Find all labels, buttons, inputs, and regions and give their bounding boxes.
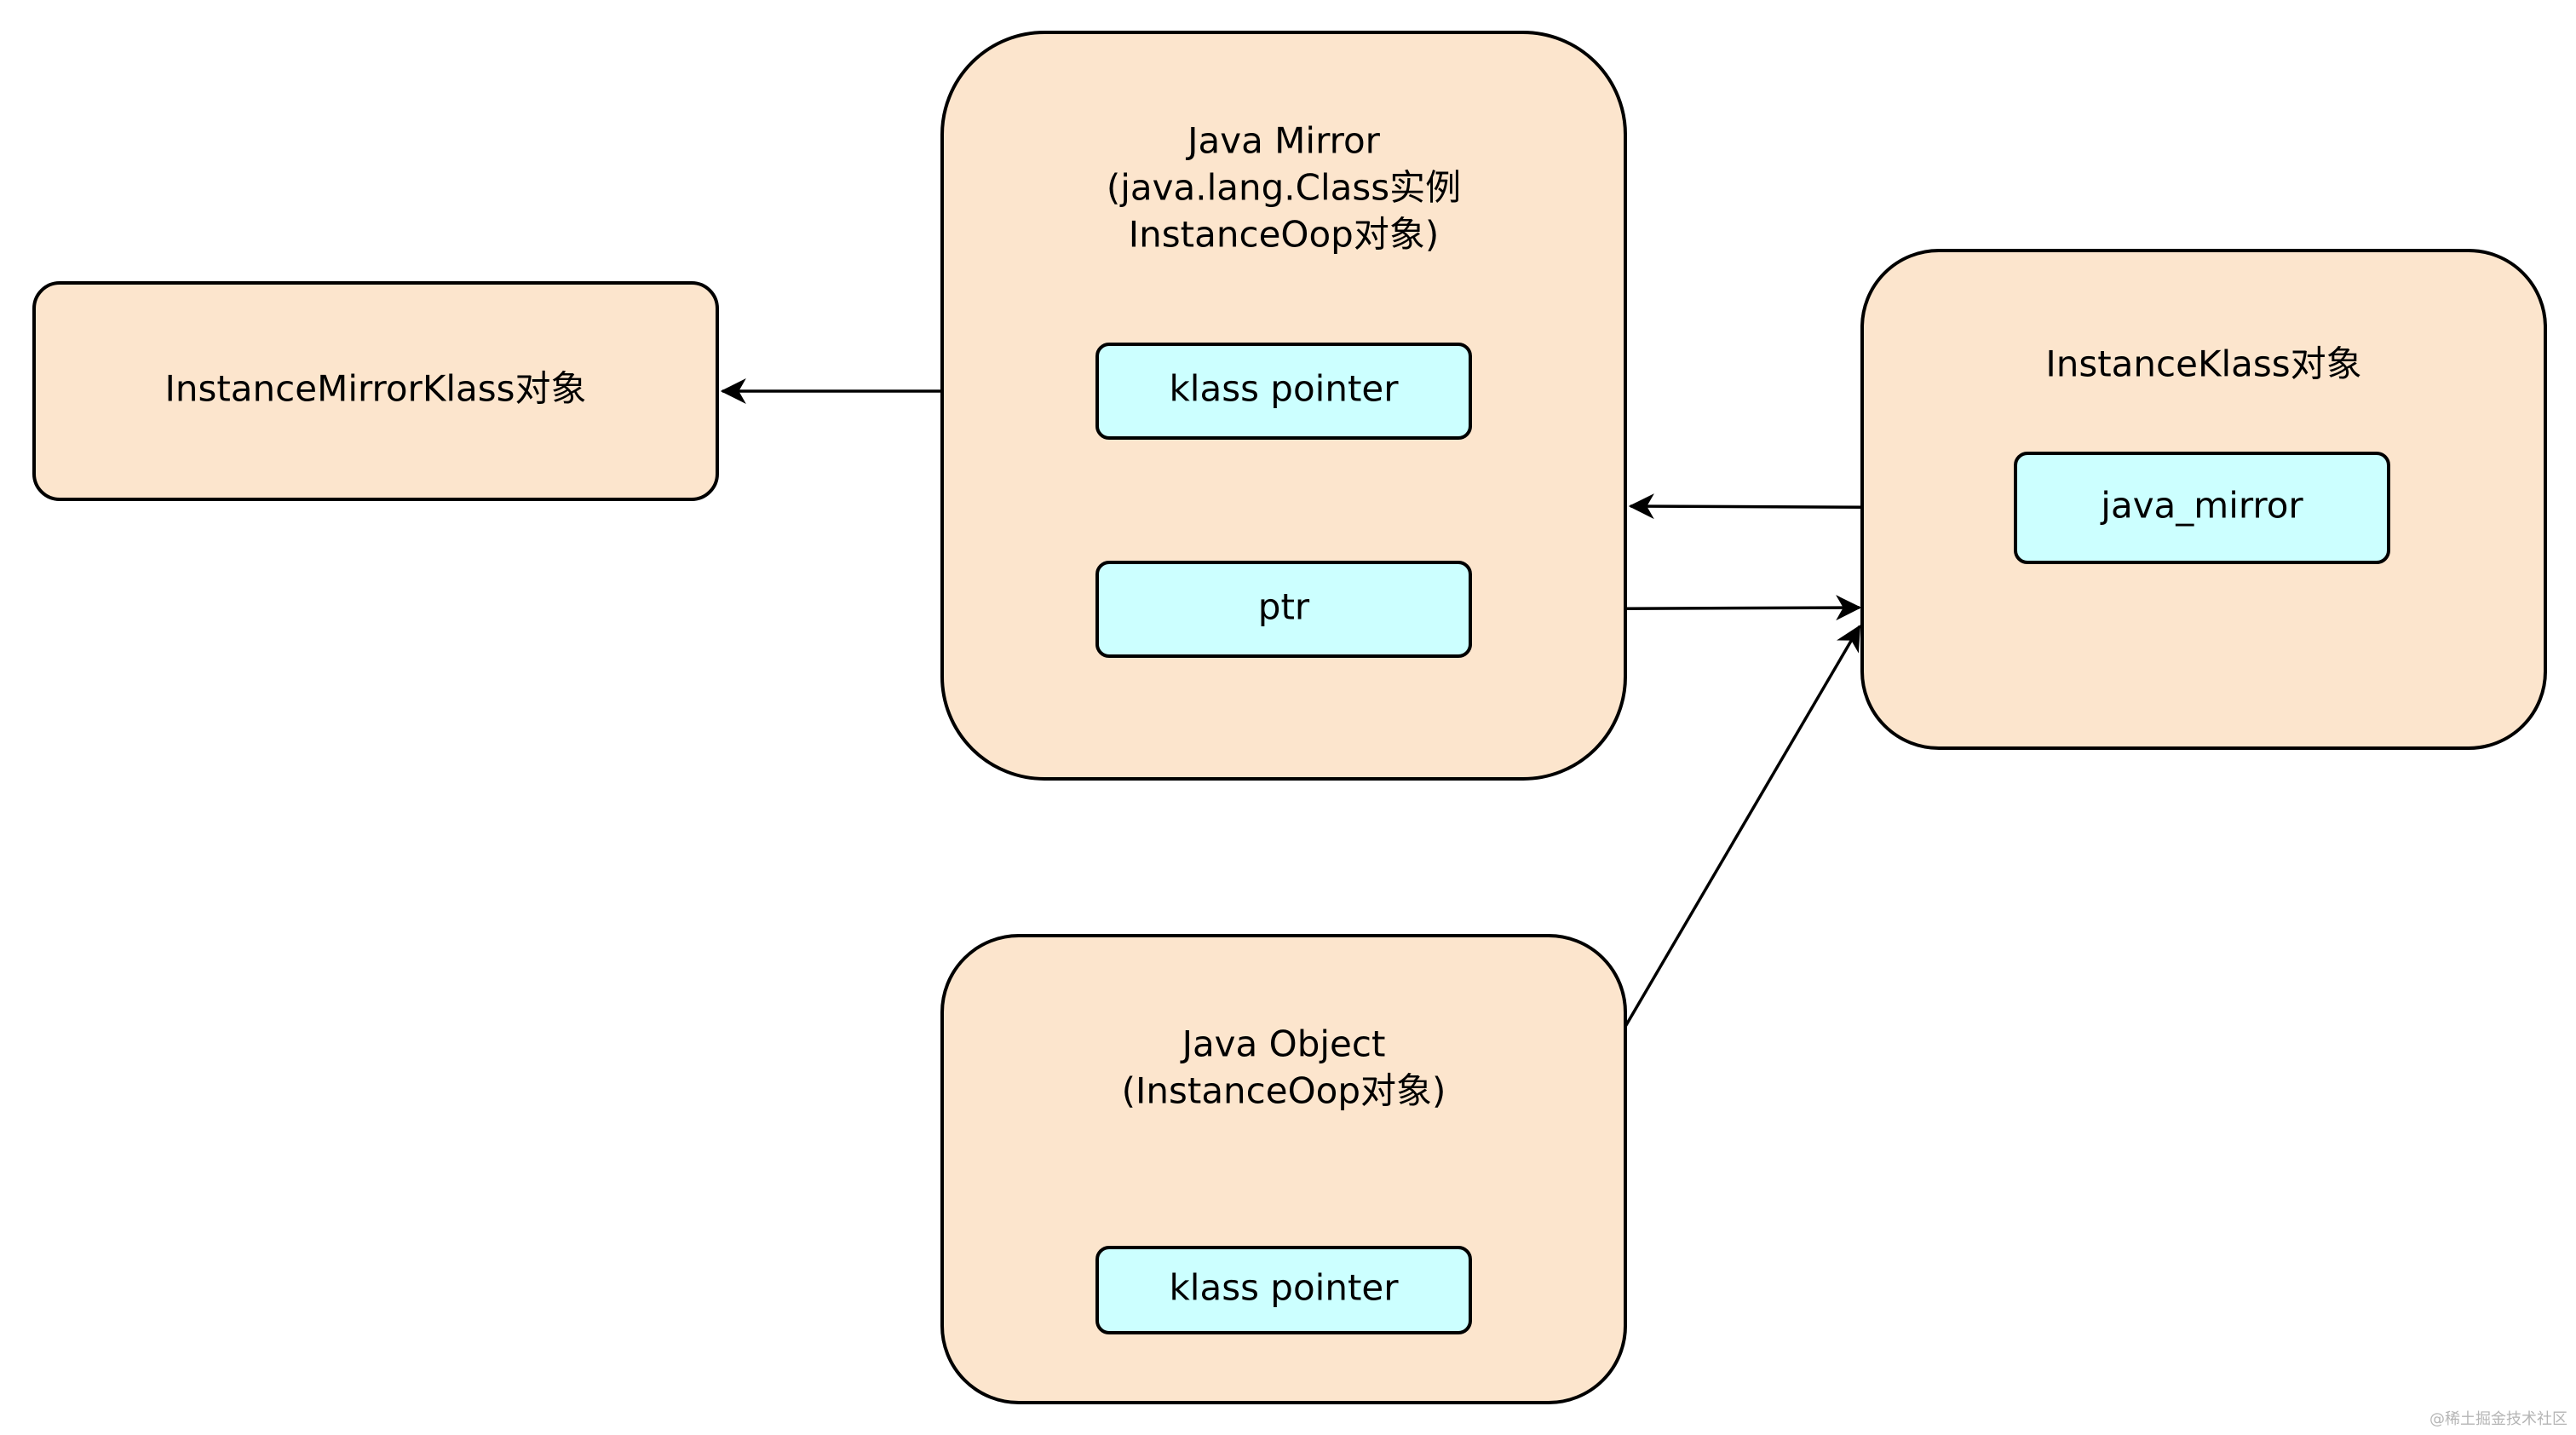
instance-klass-java-mirror-label: java_mirror xyxy=(2100,485,2303,527)
java-mirror-node: Java Mirror (java.lang.Class实例 InstanceO… xyxy=(940,31,1627,781)
java-mirror-title-line-3: InstanceOop对象) xyxy=(1129,214,1439,256)
java-mirror-ptr-label: ptr xyxy=(1258,586,1310,628)
instance-klass-node: InstanceKlass对象 java_mirror xyxy=(1860,249,2547,750)
instance-mirror-klass-node: InstanceMirrorKlass对象 xyxy=(32,281,719,501)
java-mirror-klass-pointer-field: klass pointer xyxy=(1095,343,1472,440)
instance-mirror-klass-label: InstanceMirrorKlass对象 xyxy=(164,368,586,410)
java-mirror-klass-pointer-label: klass pointer xyxy=(1169,368,1399,410)
instance-klass-title: InstanceKlass对象 xyxy=(2045,343,2361,385)
java-object-title-line-2: (InstanceOop对象) xyxy=(1122,1070,1446,1112)
watermark-text: @稀土掘金技术社区 xyxy=(2429,1410,2567,1428)
java-object-klass-pointer-label: klass pointer xyxy=(1169,1267,1399,1309)
instance-klass-java-mirror-field: java_mirror xyxy=(2014,452,2390,564)
java-mirror-ptr-field: ptr xyxy=(1095,561,1472,658)
java-object-klass-pointer-field: klass pointer xyxy=(1095,1246,1472,1334)
java-object-title-line-1: Java Object xyxy=(1180,1023,1386,1065)
java-object-node: Java Object (InstanceOop对象) klass pointe… xyxy=(940,934,1627,1404)
java-mirror-title-line-1: Java Mirror xyxy=(1185,120,1381,162)
java-mirror-title-line-2: (java.lang.Class实例 xyxy=(1107,167,1461,209)
